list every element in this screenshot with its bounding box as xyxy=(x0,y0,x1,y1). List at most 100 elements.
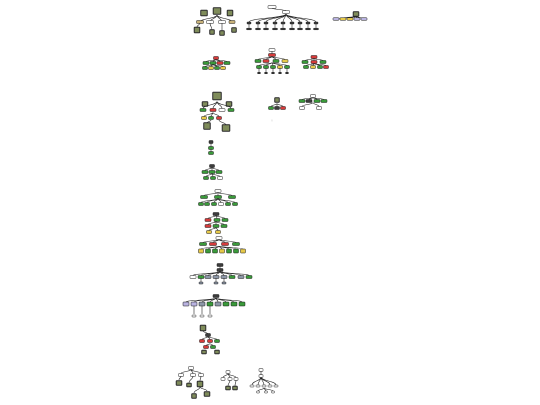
tree-node-133[interactable] xyxy=(233,248,239,254)
leaf-node-146[interactable] xyxy=(213,281,219,285)
image-node-176[interactable] xyxy=(203,391,211,397)
tree-node-92[interactable] xyxy=(299,106,305,110)
tree-node-153[interactable] xyxy=(214,301,222,307)
tree-node-110[interactable] xyxy=(211,202,217,206)
image-node-168[interactable] xyxy=(214,349,220,355)
tree-node-46[interactable] xyxy=(220,66,226,70)
tree-node-88[interactable] xyxy=(298,99,306,103)
tree-node-38[interactable] xyxy=(213,56,219,60)
tree-node-132[interactable] xyxy=(226,248,232,254)
image-node-32[interactable] xyxy=(352,11,360,17)
image-node-71[interactable] xyxy=(212,91,222,101)
tree-node-80[interactable] xyxy=(216,116,222,120)
tree-node-65[interactable] xyxy=(310,60,318,64)
tree-node-189[interactable] xyxy=(267,384,273,388)
tree-node-37[interactable] xyxy=(360,17,368,21)
tree-node-112[interactable] xyxy=(225,202,231,206)
tree-node-151[interactable] xyxy=(198,301,206,307)
tree-node-12[interactable] xyxy=(267,5,277,9)
leaf-node-23[interactable] xyxy=(280,27,286,31)
leaf-node-60[interactable] xyxy=(271,72,275,74)
tree-node-191[interactable] xyxy=(256,390,260,394)
image-node-173[interactable] xyxy=(175,380,183,386)
leaf-node-29[interactable] xyxy=(305,27,311,31)
tree-node-107[interactable] xyxy=(228,195,236,199)
leaf-node-159[interactable] xyxy=(207,314,213,318)
tree-node-35[interactable] xyxy=(346,17,354,21)
tree-node-106[interactable] xyxy=(214,195,222,199)
tree-node-36[interactable] xyxy=(353,17,361,21)
tree-node-169[interactable] xyxy=(188,366,194,370)
leaf-node-145[interactable] xyxy=(198,281,204,285)
tree-node-131[interactable] xyxy=(219,248,225,254)
leaf-node-14[interactable] xyxy=(246,21,252,25)
tree-node-130[interactable] xyxy=(212,248,218,254)
tree-node-125[interactable] xyxy=(209,242,217,246)
tree-node-7[interactable] xyxy=(228,20,236,24)
tree-node-148[interactable] xyxy=(212,294,220,298)
leaf-node-58[interactable] xyxy=(257,72,261,74)
tree-node-100[interactable] xyxy=(215,170,223,174)
leaf-node-17[interactable] xyxy=(255,27,261,31)
image-node-9[interactable] xyxy=(209,29,215,35)
leaf-node-15[interactable] xyxy=(246,27,252,31)
tree-node-50[interactable] xyxy=(262,59,270,63)
tree-node-13[interactable] xyxy=(282,10,290,14)
leaf-node-25[interactable] xyxy=(289,27,295,31)
leaf-node-30[interactable] xyxy=(313,21,319,25)
tree-node-143[interactable] xyxy=(237,275,245,279)
leaf-node-28[interactable] xyxy=(305,21,311,25)
tree-node-116[interactable] xyxy=(213,218,221,222)
tree-node-105[interactable] xyxy=(200,195,208,199)
tree-node-115[interactable] xyxy=(204,218,212,222)
image-node-82[interactable] xyxy=(221,124,231,132)
tree-node-34[interactable] xyxy=(339,17,347,21)
tree-node-155[interactable] xyxy=(230,301,238,307)
tree-node-41[interactable] xyxy=(216,61,224,65)
tree-node-43[interactable] xyxy=(202,66,208,70)
leaf-node-61[interactable] xyxy=(278,72,282,74)
tree-node-90[interactable] xyxy=(313,99,321,103)
tree-node-163[interactable] xyxy=(207,339,213,343)
tree-node-68[interactable] xyxy=(310,65,316,69)
tree-node-91[interactable] xyxy=(320,99,328,103)
tree-node-139[interactable] xyxy=(204,275,212,279)
tree-node-190[interactable] xyxy=(273,384,279,388)
image-node-3[interactable] xyxy=(226,9,234,17)
tree-node-114[interactable] xyxy=(212,212,220,216)
tree-node-149[interactable] xyxy=(182,301,190,307)
tree-node-152[interactable] xyxy=(206,301,214,307)
tree-node-39[interactable] xyxy=(202,61,210,65)
leaf-node-158[interactable] xyxy=(199,314,205,318)
tree-node-128[interactable] xyxy=(198,248,204,254)
leaf-node-18[interactable] xyxy=(263,21,269,25)
tree-node-165[interactable] xyxy=(203,345,209,349)
image-node-1[interactable] xyxy=(212,7,222,15)
tree-node-78[interactable] xyxy=(201,116,207,120)
image-node-183[interactable] xyxy=(232,385,238,391)
tree-node-144[interactable] xyxy=(245,275,253,279)
tree-node-150[interactable] xyxy=(190,301,198,307)
image-node-2[interactable] xyxy=(200,9,208,17)
tree-node-69[interactable] xyxy=(317,65,323,69)
leaf-node-27[interactable] xyxy=(297,27,303,31)
tree-node-40[interactable] xyxy=(209,61,217,65)
tree-node-75[interactable] xyxy=(209,108,217,112)
tree-node-111[interactable] xyxy=(218,202,224,206)
tree-node-64[interactable] xyxy=(301,60,309,64)
tree-node-156[interactable] xyxy=(238,301,246,307)
tree-node-51[interactable] xyxy=(272,59,280,63)
tree-node-77[interactable] xyxy=(227,108,235,112)
tree-node-63[interactable] xyxy=(310,55,318,59)
leaf-node-24[interactable] xyxy=(289,21,295,25)
tree-node-85[interactable] xyxy=(274,106,280,110)
tree-node-162[interactable] xyxy=(199,339,205,343)
tree-node-188[interactable] xyxy=(261,384,267,388)
tree-node-166[interactable] xyxy=(210,345,216,349)
leaf-node-20[interactable] xyxy=(272,21,278,25)
image-node-8[interactable] xyxy=(193,26,201,34)
image-node-182[interactable] xyxy=(225,385,231,391)
tree-node-113[interactable] xyxy=(232,202,238,206)
tree-node-117[interactable] xyxy=(221,218,229,222)
